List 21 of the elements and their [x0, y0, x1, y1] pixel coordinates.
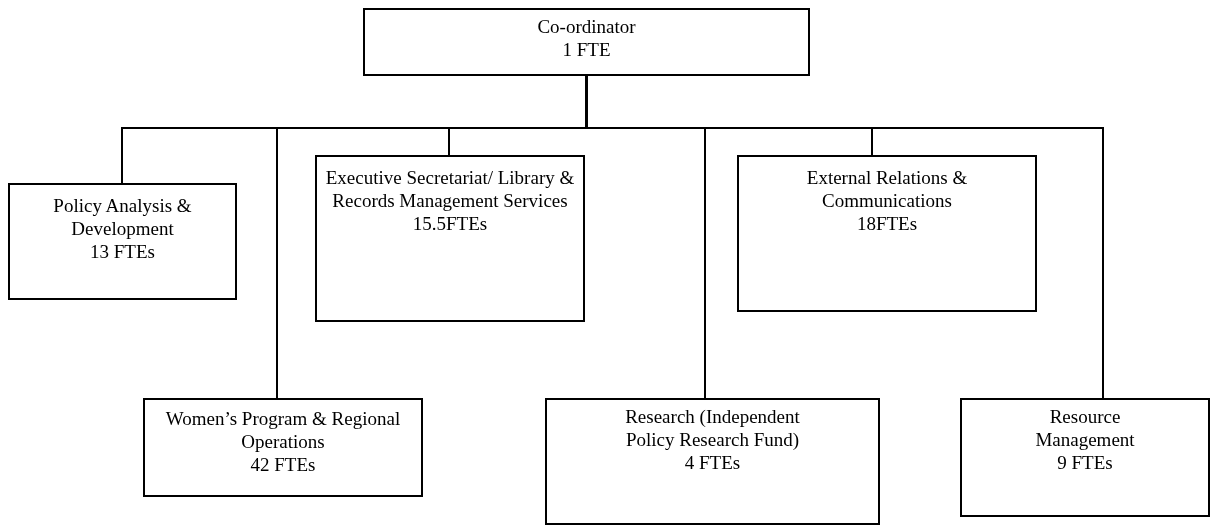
- org-unit-box: [737, 155, 1037, 312]
- unit-name: Executive Secretariat/ Library & Records Management Services: [325, 167, 575, 213]
- org-unit-box: [545, 398, 880, 525]
- unit-name: Research (Independent Policy Research Fund): [624, 406, 801, 452]
- unit-name: Co-ordinator: [537, 16, 636, 39]
- org-unit-box: [8, 183, 237, 300]
- staff-count: 42 FTEs: [250, 453, 316, 477]
- staff-count: 4 FTEs: [684, 451, 741, 475]
- unit-name: Resource Management: [1034, 406, 1136, 452]
- unit-name: Women’s Program & Regional Operations: [164, 408, 402, 454]
- org-unit-box: [315, 155, 585, 322]
- org-unit-box: [363, 8, 810, 76]
- unit-name: Policy Analysis & Development: [52, 195, 193, 241]
- unit-name: External Relations & Communications: [805, 167, 969, 213]
- staff-count: 9 FTEs: [1057, 451, 1113, 475]
- staff-count: 15.5FTEs: [412, 212, 488, 236]
- staff-count: 1 FTE: [562, 38, 611, 62]
- staff-count: 18FTEs: [856, 212, 918, 236]
- staff-count: 13 FTEs: [90, 240, 155, 264]
- org-unit-box: [143, 398, 423, 497]
- org-unit-box: [960, 398, 1210, 517]
